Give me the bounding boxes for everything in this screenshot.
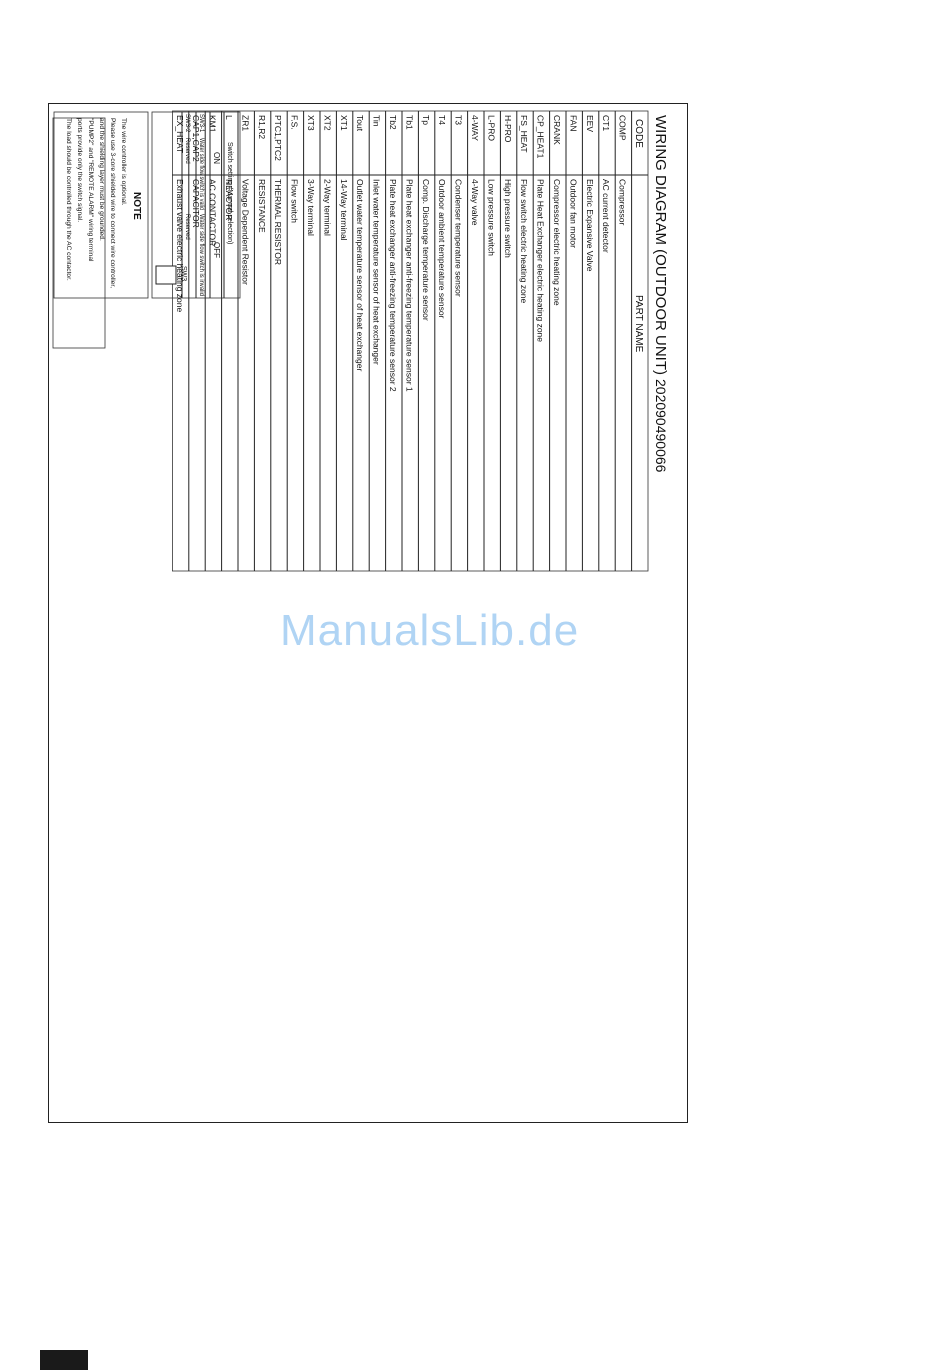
part-name: Flow switch electric heating zone — [519, 179, 529, 304]
part-code: KM1 — [208, 115, 218, 133]
wiring-diagram-svg: 202090490066 WIRING DIAGRAM (OUTDOOR UNI… — [52, 110, 669, 572]
part-name: AC current detector — [601, 179, 611, 253]
part-code: XT1 — [339, 115, 349, 131]
part-name: THERMAL RESISTOR — [273, 179, 283, 265]
switch-row-on: Water side flow switch is valid — [198, 138, 204, 210]
part-code: CRANK — [552, 115, 562, 145]
part-code: Tp — [421, 115, 431, 125]
part-name: Plate heat exchanger anti-freezing tempe… — [404, 179, 414, 392]
part-code: CT1 — [601, 115, 611, 131]
right-table-frame — [52, 117, 106, 349]
part-name: Plate Heat Exchanger electric heating zo… — [536, 179, 546, 342]
switch-row-code: SW3-2 — [184, 114, 190, 133]
note-frame — [53, 111, 149, 299]
note-line: and the shielding layer must be grounded… — [98, 118, 105, 241]
note-line: The load should be controlled through th… — [65, 118, 72, 281]
part-code: L — [224, 115, 234, 120]
part-name: AC CONTACTOR — [208, 179, 218, 246]
part-code: Tb2 — [388, 115, 398, 130]
part-name: Low pressure switch — [486, 179, 496, 256]
part-name: 4-Way valve — [470, 179, 480, 226]
part-code: F.S. — [290, 115, 300, 130]
part-name: Plate heat exchanger anti-freezing tempe… — [388, 179, 398, 392]
part-code: L-PRO — [486, 115, 496, 141]
note-line: "PUMP2" and "REMOTE ALARM" wiring termin… — [87, 118, 94, 262]
part-code: EEV — [585, 115, 595, 132]
part-name: Outlet water temperature sensor of heat … — [355, 179, 365, 371]
note-line: ports provide only the switch signal. — [76, 118, 83, 222]
switch-table-title: Switch setting (Manual selection) — [226, 142, 233, 244]
part-table-header-name: PART NAME — [633, 295, 644, 353]
part-name: 14-Way terminal — [339, 179, 349, 241]
part-name: REACTOR — [224, 179, 234, 220]
switch-row-code: SW3-1 — [198, 114, 204, 133]
part-name: RESISTANCE — [257, 179, 267, 233]
rotated-sheet: 202090490066 WIRING DIAGRAM (OUTDOOR UNI… — [48, 103, 688, 1123]
part-code: T4 — [437, 115, 447, 125]
doc-number: 202090490066 — [653, 379, 669, 473]
diagram-sheet-border — [48, 103, 688, 1123]
page-footer-bar — [40, 1350, 88, 1370]
part-table-frame — [171, 110, 649, 572]
note-line: Please use 3-core shielded wire to conne… — [109, 118, 116, 288]
note-title: NOTE — [131, 192, 142, 220]
part-name: High pressure switch — [503, 179, 513, 258]
part-code: FS_HEAT — [519, 115, 529, 153]
part-name: Flow switch — [290, 179, 300, 223]
part-code: H-PRO — [503, 115, 513, 143]
part-name: Compressor electric heating zone — [552, 179, 562, 306]
part-name: Voltage Dependent Resistor — [240, 179, 250, 285]
sw3-label: SW3 — [180, 266, 187, 281]
part-code: CP_HEAT1 — [536, 115, 546, 159]
part-code: XT3 — [306, 115, 316, 131]
part-name: Condenser temperature sensor — [454, 179, 464, 297]
part-code: 4-WAY — [470, 115, 480, 141]
part-code: PTC1,PTC2 — [273, 115, 283, 161]
part-name: Exhaust valve electric heating zone — [175, 179, 185, 313]
part-code: COMP — [618, 115, 628, 141]
part-code: ZR1 — [240, 115, 250, 131]
switch-on-label: ON — [212, 152, 221, 164]
part-code: Tin — [372, 115, 382, 127]
sw3-switch-icon — [155, 265, 177, 285]
part-table-header-code: CODE — [633, 119, 644, 148]
checking-table-right — [52, 117, 106, 349]
part-code: XT2 — [322, 115, 332, 131]
part-name: Comp. Discharge temperature sensor — [421, 179, 431, 321]
diagram-title: WIRING DIAGRAM (OUTDOOR UNIT) — [652, 115, 669, 375]
part-name-table: CODE PART NAME COMP Compressor CT1 AC current… — [171, 110, 649, 572]
switch-off-label: OFF — [212, 242, 221, 258]
switch-row-off: Reserved — [184, 214, 190, 240]
part-name: 2-Way terminal — [322, 179, 332, 236]
part-name: 3-Way terminal — [306, 179, 316, 236]
switch-row-on: Reserved — [184, 138, 190, 164]
part-code: T3 — [454, 115, 464, 125]
part-name: Inlet water temperature sensor of heat e… — [372, 179, 382, 365]
part-name: Outdoor fan motor — [568, 179, 578, 248]
part-code: Tb1 — [404, 115, 414, 130]
part-name: Outdoor ambient temperature sensor — [437, 179, 447, 319]
part-code: Tout — [355, 115, 365, 132]
part-name: Electric Expansive Valve — [585, 179, 595, 272]
switch-row-off: Water side flow switch is invalid — [198, 214, 204, 296]
part-code: EX_HEAT — [175, 115, 185, 153]
part-code: R1,R2 — [257, 115, 267, 139]
part-name: Compressor — [618, 179, 628, 225]
note-line: The wire controller is optional. — [120, 118, 127, 206]
switch-setting-table: Switch setting (Manual selection) ON OFF SW… — [151, 111, 241, 299]
note-box: NOTE The wire controller is optional. Plea… — [53, 111, 149, 299]
part-code: FAN — [568, 115, 578, 132]
